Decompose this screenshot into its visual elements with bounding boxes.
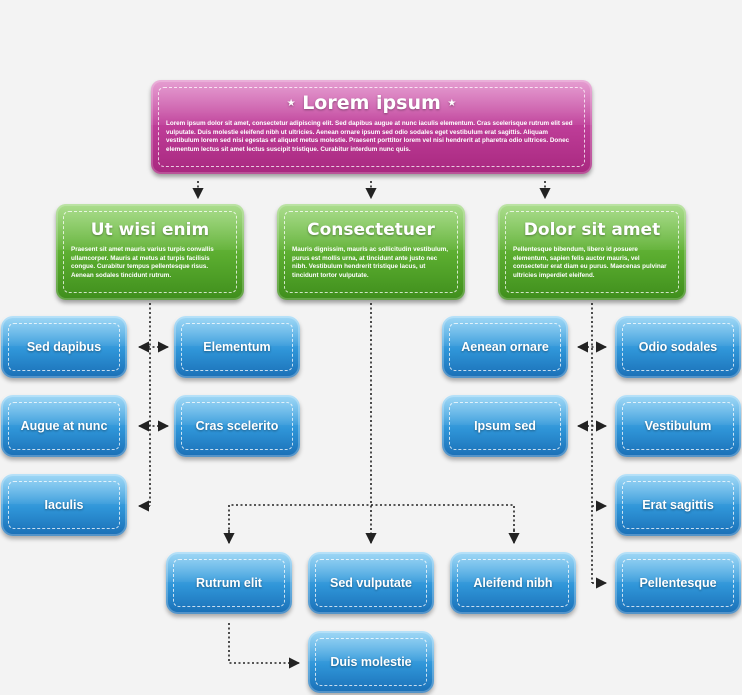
item-box-aenean-ornare: Aenean ornare — [442, 316, 568, 378]
category-title: Ut wisi enim — [90, 220, 210, 240]
item-inner-border — [622, 402, 734, 450]
category-text: Praesent sit amet mauris varius turpis c… — [71, 246, 214, 279]
item-label: Rutrum elit — [196, 576, 262, 590]
root-box: ★ Lorem ipsum ★ Lorem ipsum dolor sit am… — [151, 80, 592, 174]
item-box-iaculis: Iaculis — [1, 474, 127, 536]
category-box-consectetuer: Consectetuer Mauris dignissim, mauris ac… — [277, 204, 465, 300]
item-box-duis-molestie: Duis molestie — [308, 631, 434, 693]
category-inner-border — [505, 211, 679, 293]
root-title: ★ Lorem ipsum ★ — [151, 92, 592, 114]
category-title: Consectetuer — [307, 220, 435, 240]
item-box-sed-vulputate: Sed vulputate — [308, 552, 434, 614]
item-label: Sed vulputate — [330, 576, 412, 590]
item-box-elementum: Elementum — [174, 316, 300, 378]
item-label: Elementum — [203, 340, 271, 354]
item-box-odio-sodales: Odio sodales — [615, 316, 741, 378]
item-box-vestibulum: Vestibulum — [615, 395, 741, 457]
item-inner-border — [181, 323, 293, 371]
item-label: Aenean ornare — [461, 340, 549, 354]
item-inner-border — [8, 481, 120, 529]
item-inner-border — [315, 638, 427, 686]
item-inner-border — [457, 559, 569, 607]
item-inner-border — [449, 402, 561, 450]
item-label: Aleifend nibh — [473, 576, 553, 590]
item-label: Erat sagittis — [642, 498, 714, 512]
item-label: Augue at nunc — [20, 419, 108, 433]
item-box-aleifend-nibh: Aleifend nibh — [450, 552, 576, 614]
item-inner-border — [8, 402, 120, 450]
item-inner-border — [622, 323, 734, 371]
connector-center-branch — [228, 504, 515, 543]
item-label: Ipsum sed — [474, 419, 536, 433]
item-box-erat-sagittis: Erat sagittis — [615, 474, 741, 536]
star-icon: ★ — [286, 98, 296, 109]
root-title-text: Lorem ipsum — [302, 92, 441, 114]
item-inner-border — [449, 323, 561, 371]
item-label: Sed dapibus — [26, 340, 102, 354]
category-text: Pellentesque bibendum, libero id posuere… — [513, 246, 667, 279]
item-box-ipsum-sed: Ipsum sed — [442, 395, 568, 457]
category-inner-border — [284, 211, 458, 293]
item-inner-border — [173, 559, 285, 607]
item-label: Vestibulum — [644, 419, 712, 433]
star-icon: ★ — [447, 98, 457, 109]
item-label: Pellentesque — [639, 576, 717, 590]
item-label: Cras scelerito — [195, 419, 279, 433]
item-inner-border — [8, 323, 120, 371]
item-inner-border — [622, 559, 734, 607]
item-box-sed-dapibus: Sed dapibus — [1, 316, 127, 378]
item-box-augue-at-nunc: Augue at nunc — [1, 395, 127, 457]
category-text: Mauris dignissim, mauris ac sollicitudin… — [292, 246, 449, 279]
item-box-rutrum-elit: Rutrum elit — [166, 552, 292, 614]
item-box-cras-scelerito: Cras scelerito — [174, 395, 300, 457]
category-title: Dolor sit amet — [523, 220, 661, 240]
item-inner-border — [181, 402, 293, 450]
item-inner-border — [315, 559, 427, 607]
item-label: Iaculis — [44, 498, 84, 512]
item-label: Odio sodales — [638, 340, 718, 354]
item-label: Duis molestie — [330, 655, 412, 669]
category-inner-border — [63, 211, 237, 293]
category-box-ut-wisi-enim: Ut wisi enim Praesent sit amet mauris va… — [56, 204, 244, 300]
connector-rutrum-to-duis — [228, 623, 301, 669]
root-text: Lorem ipsum dolor sit amet, consectetur … — [166, 120, 573, 153]
root-inner-border — [158, 87, 585, 167]
item-box-pellentesque: Pellentesque — [615, 552, 741, 614]
category-box-dolor-sit-amet: Dolor sit amet Pellentesque bibendum, li… — [498, 204, 686, 300]
item-inner-border — [622, 481, 734, 529]
